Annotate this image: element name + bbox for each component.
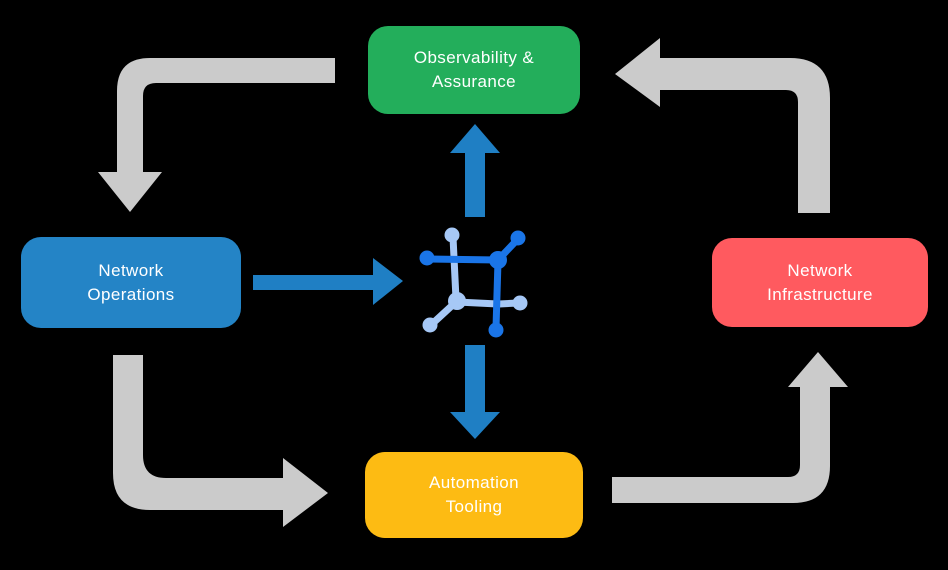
node-automation-tooling: Automation Tooling	[365, 452, 583, 538]
arrow-operations-to-automation	[113, 355, 328, 527]
arrow-automation-to-infrastructure	[612, 352, 848, 503]
network-fabric-icon-light-nodes	[422, 227, 528, 333]
arrow-operations-to-center	[253, 258, 403, 305]
node-observability-assurance: Observability & Assurance	[368, 26, 580, 114]
arrow-infrastructure-to-observability	[615, 38, 830, 213]
node-observability-assurance-label: Observability & Assurance	[413, 48, 535, 91]
node-network-infrastructure: Network Infrastructure	[712, 238, 928, 327]
arrow-observability-to-operations	[98, 58, 335, 212]
node-network-infrastructure-label: Network Infrastructure	[767, 260, 873, 304]
node-automation-tooling-label: Automation Tooling	[429, 473, 519, 516]
network-fabric-icon-dark-nodes	[419, 230, 526, 338]
node-network-operations: Network Operations	[21, 237, 241, 328]
network-fabric-icon	[419, 227, 528, 338]
node-network-operations-label: Network Operations	[87, 260, 175, 304]
arrow-center-to-automation	[450, 345, 500, 439]
arrow-center-to-observability	[450, 124, 500, 217]
